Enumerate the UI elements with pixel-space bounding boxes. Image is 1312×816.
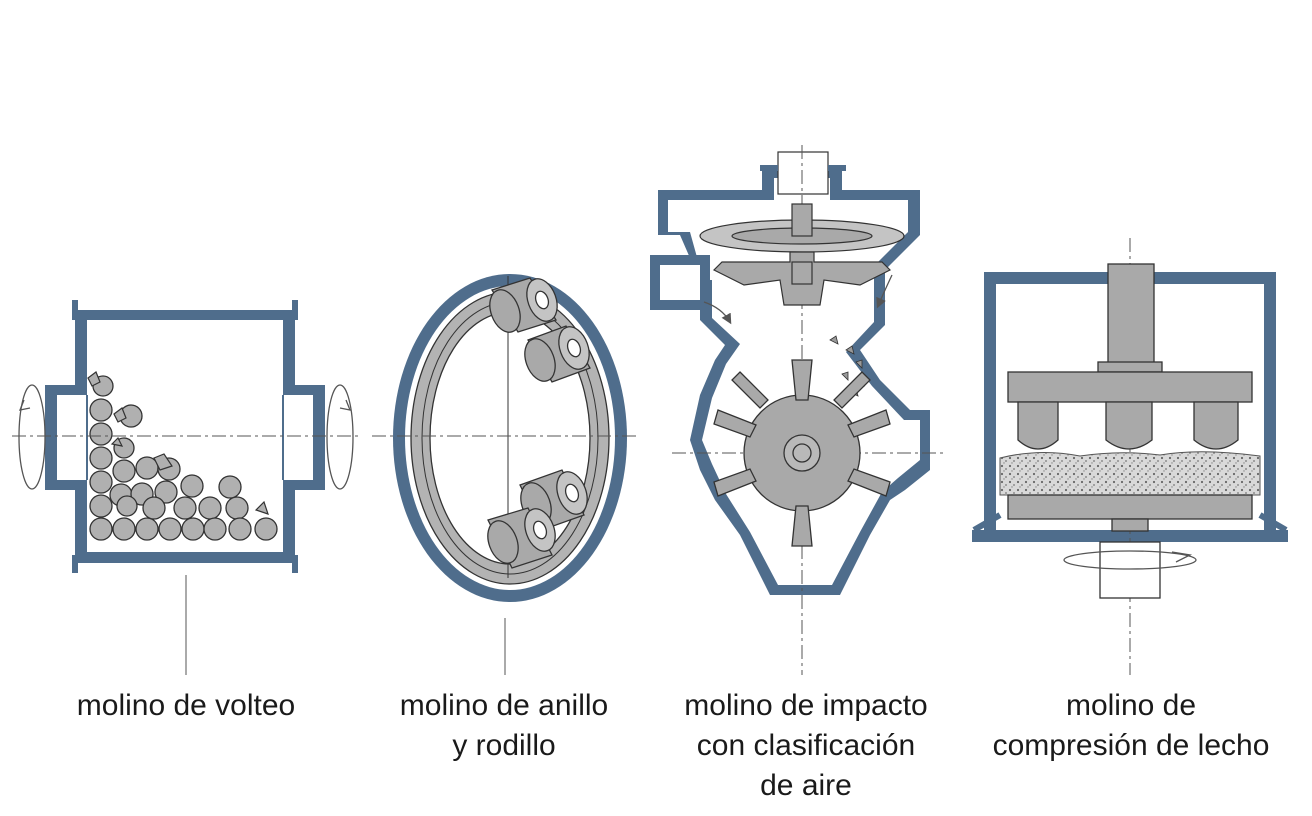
grinding-rollers [487,277,591,569]
material-bed [999,451,1261,496]
grinding-balls [89,375,278,541]
tumbling-mill-icon [12,300,360,675]
label-bed-compression-mill: molino de compresión de lecho [992,689,1270,762]
label-impact-mill: molino de impacto con clasificación de a… [684,689,928,802]
bed-compression-mill-icon [972,238,1288,675]
label-tumbling-mill: molino de volteo [76,689,296,722]
ring-roller-mill-icon [372,274,640,675]
impact-rotor [713,359,891,547]
label-ring-roller-mill: molino de anillo y rodillo [399,689,609,762]
classifier-wheel [699,203,905,306]
impact-air-classifier-mill-icon [650,145,945,675]
